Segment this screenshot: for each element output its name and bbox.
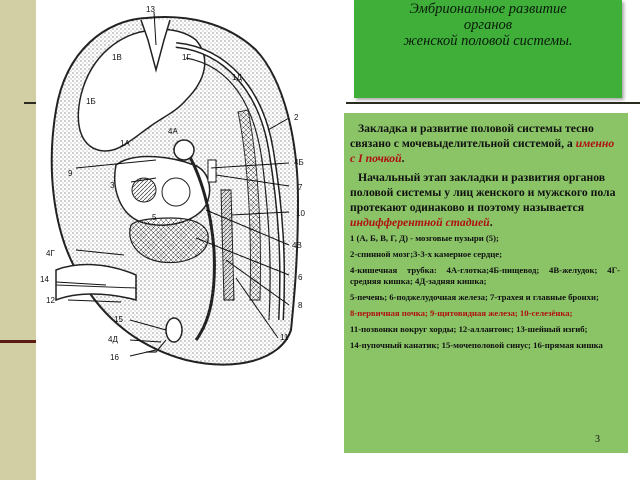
divider-line-bottom <box>0 340 36 343</box>
label-8: 8 <box>298 301 303 310</box>
brain-vesicles <box>77 28 206 152</box>
label-4A: 4А <box>168 127 178 136</box>
label-1B: 1Б <box>86 97 96 106</box>
stage-paragraph: Начальный этап закладки и развития орган… <box>350 171 616 229</box>
label-5: 5 <box>152 213 157 222</box>
legend-item: 1 (А, Б, В, Г, Д) - мозговые пузыри (5); <box>350 233 499 243</box>
label-4V: 4В <box>292 241 302 250</box>
text-panel: Закладка и развитие половой системы тесн… <box>344 113 628 453</box>
legend-item: 2-спинной мозг;3-3-х камерное сердце; <box>350 249 502 259</box>
label-15: 15 <box>114 315 123 324</box>
label-13: 13 <box>146 5 155 14</box>
label-1V: 1В <box>112 53 122 62</box>
legend-item: 11-позвонки вокруг хорды; 12-аллантоис; … <box>350 324 588 334</box>
label-7: 7 <box>298 183 303 192</box>
intro-paragraph: Закладка и развитие половой системы тесн… <box>350 122 615 165</box>
umbilical-cord <box>55 263 137 302</box>
label-4G: 4Г <box>46 249 55 258</box>
label-3: 3 <box>110 181 115 190</box>
label-9: 9 <box>68 169 73 178</box>
gut-tube <box>184 149 216 341</box>
label-10: 10 <box>296 209 305 218</box>
label-12: 12 <box>46 296 55 305</box>
slide-title-box: Эмбриональное развитие органов женской п… <box>354 0 622 98</box>
page-number: 3 <box>595 434 600 445</box>
label-16: 16 <box>110 353 119 362</box>
label-14: 14 <box>40 275 49 284</box>
label-4D: 4Д <box>108 335 118 344</box>
side-panel <box>0 0 36 480</box>
slide-title: Эмбриональное развитие органов женской п… <box>403 1 573 49</box>
label-11: 11 <box>280 333 289 342</box>
legend-list: 1 (А, Б, В, Г, Д) - мозговые пузыри (5);… <box>350 233 620 351</box>
label-1A: 1А <box>120 139 130 148</box>
label-4B: 4Б <box>294 158 304 167</box>
highlight-text: индифферентной стадией <box>350 216 490 229</box>
legend-item: 5-печень; 6-поджелудочная железа; 7-трах… <box>350 292 599 302</box>
label-6: 6 <box>298 273 303 282</box>
liver <box>129 217 209 264</box>
highlight-text: именно с I почкой <box>350 137 615 165</box>
label-1G: 1Г <box>182 53 191 62</box>
embryo-diagram: 13 1В 1Г 1Д 1Б 1А 4А 2 4Б 9 7 3 10 5 4В … <box>36 0 346 388</box>
label-2: 2 <box>294 113 299 122</box>
legend-item: 8-первичная почка; 9-щитовидная железа; … <box>350 308 573 318</box>
legend-item: 4-кишечная трубка: 4А-глотка;4Б-пищевод;… <box>350 265 620 286</box>
label-1D: 1Д <box>232 73 242 82</box>
legend-item: 14-пупочный канатик; 15-мочеполовой сину… <box>350 340 603 350</box>
vertebrae <box>237 109 261 301</box>
